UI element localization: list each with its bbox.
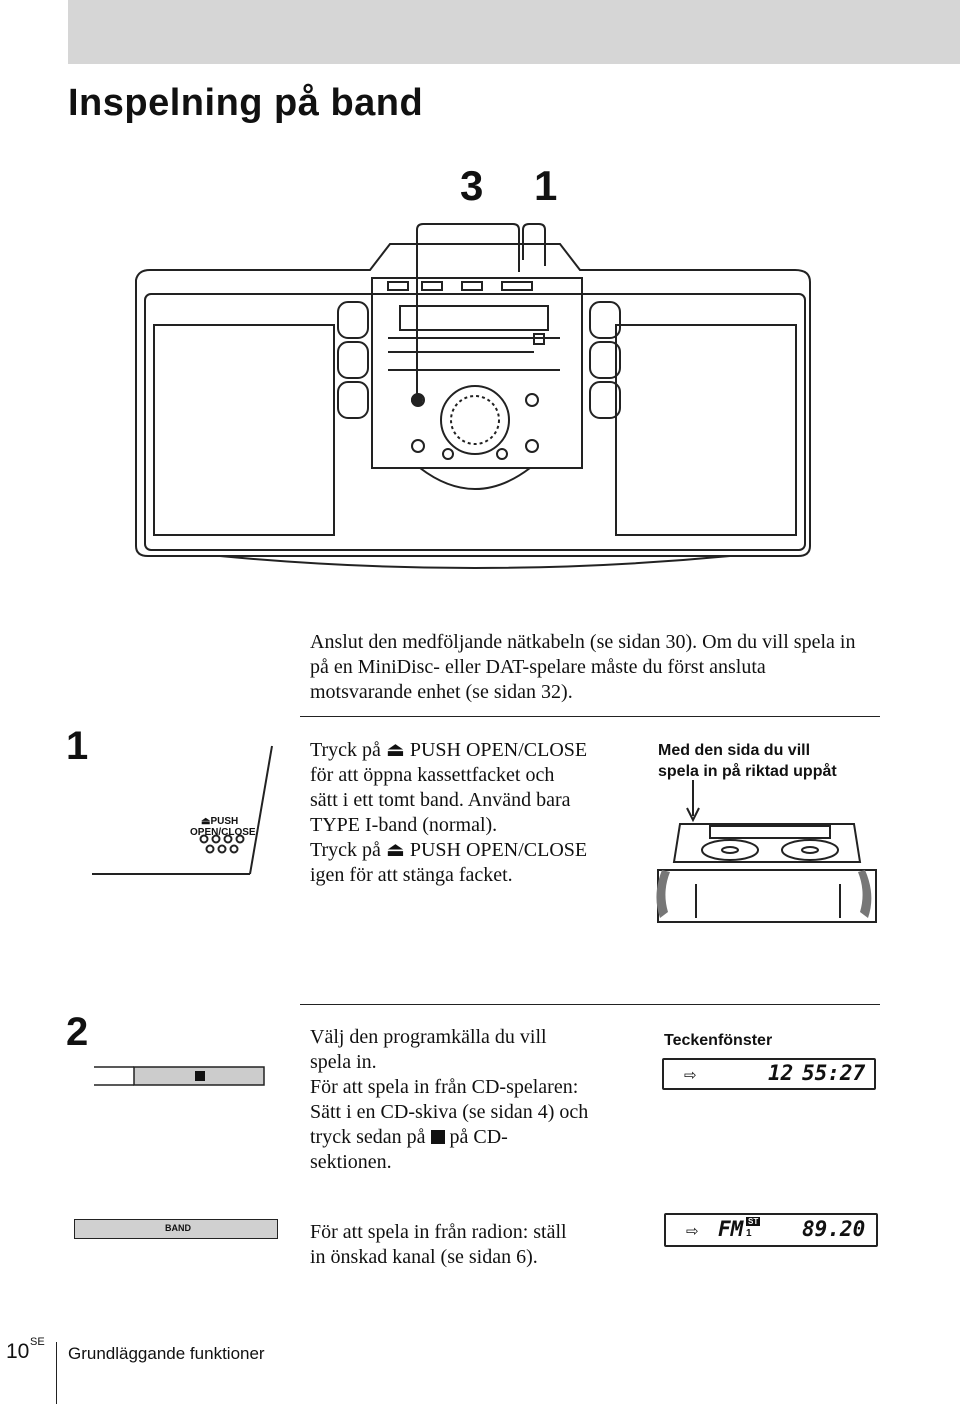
boombox-illustration <box>135 223 811 569</box>
display-band: FM <box>718 1217 744 1241</box>
step2-line6: sektionen. <box>310 1151 392 1173</box>
cd-stop-panel <box>94 1066 265 1086</box>
step2-text: Välj den programkälla du vill spela in. … <box>310 1025 650 1175</box>
page-title: Inspelning på band <box>68 82 424 124</box>
stop-icon <box>430 1130 445 1144</box>
step1-line6: igen för att stänga facket. <box>310 864 513 886</box>
tape-direction-icon: ⇨ <box>684 1067 697 1084</box>
display-time: 55:27 <box>802 1061 866 1085</box>
intro-text: Anslut den medföljande nätkabeln (se sid… <box>310 631 856 703</box>
step1-line1: Tryck på ⏏ PUSH OPEN/CLOSE <box>310 739 588 761</box>
step1-panel-illustration <box>92 745 273 875</box>
record-button-dot <box>411 394 423 406</box>
band-button[interactable]: BAND <box>74 1219 278 1239</box>
step1-line2: för att öppna kassettfacket och <box>310 764 555 786</box>
header-bar <box>68 0 960 64</box>
open-close-label: OPEN/CLOSE <box>190 827 256 838</box>
radio-text: För att spela in från radion: ställ in ö… <box>310 1220 640 1270</box>
band-label: BAND <box>165 1223 191 1233</box>
eject-icon: ⏏ <box>385 839 405 861</box>
step1-rule <box>300 716 880 717</box>
step2-line5: tryck sedan på på CD- <box>310 1126 508 1148</box>
step1-line3: sätt i ett tomt band. Använd bara <box>310 789 571 811</box>
step2-line3: För att spela in från CD-spelaren: <box>310 1076 579 1098</box>
display-window-cd: ⇨ 12 55:27 <box>662 1058 876 1090</box>
display-frequency: 89.20 <box>802 1217 866 1241</box>
step2-number: 2 <box>66 1010 89 1054</box>
radio-line1: För att spela in från radion: ställ <box>310 1221 567 1243</box>
cassette-caption: Med den sida du vill spela in på riktad … <box>658 742 837 780</box>
page-suffix: SE <box>30 1336 45 1348</box>
step2-line4: Sätt i en CD-skiva (se sidan 4) och <box>310 1101 589 1123</box>
tape-direction-icon: ⇨ <box>686 1223 699 1240</box>
radio-line2: in önskad kanal (se sidan 6). <box>310 1246 538 1268</box>
page-number: 10 <box>6 1340 30 1363</box>
callout-line-1 <box>522 223 546 266</box>
cassette-illustration <box>656 780 877 923</box>
display-window-radio: ⇨ FM ST 1 89.20 <box>664 1213 878 1247</box>
callout-1: 1 <box>534 162 558 209</box>
callout-line-3 <box>416 223 520 272</box>
stereo-indicator: ST <box>746 1217 761 1226</box>
footer-divider <box>56 1342 57 1404</box>
step1-line4: TYPE I-band (normal). <box>310 814 498 836</box>
stop-icon <box>195 1071 205 1081</box>
push-label: ⏏PUSH <box>201 816 239 827</box>
eject-icon: ⏏ <box>385 739 405 761</box>
step2-line2: spela in. <box>310 1051 377 1073</box>
eject-icon: ⏏ <box>201 816 211 827</box>
section-label: Grundläggande funktioner <box>68 1344 265 1363</box>
step2-rule <box>300 1004 880 1005</box>
display-track: 12 <box>768 1061 794 1085</box>
display-preset: 1 <box>746 1228 752 1239</box>
step1-number: 1 <box>66 724 89 768</box>
display-caption: Teckenfönster <box>664 1032 773 1049</box>
step1-text: Tryck på ⏏ PUSH OPEN/CLOSE för att öppna… <box>310 738 640 888</box>
step2-line1: Välj den programkälla du vill <box>310 1026 547 1048</box>
callout-3: 3 <box>460 162 484 209</box>
step1-line5: Tryck på ⏏ PUSH OPEN/CLOSE <box>310 839 588 861</box>
